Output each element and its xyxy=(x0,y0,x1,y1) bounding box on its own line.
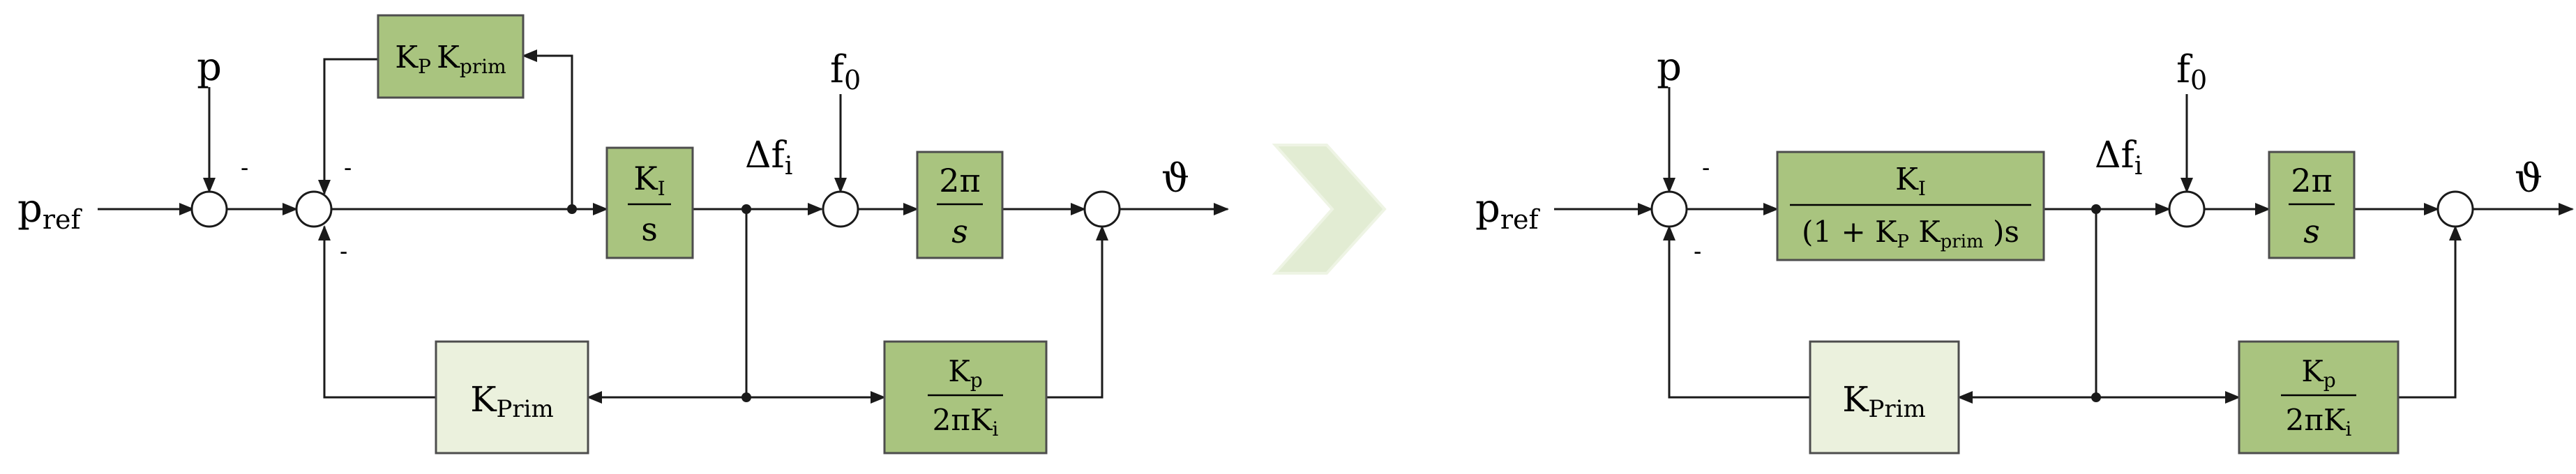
summing-junction xyxy=(295,190,333,228)
block-kprim xyxy=(435,340,589,454)
block-kprim-label: KPrim xyxy=(470,379,554,423)
wire-feedback-up xyxy=(522,49,573,209)
block-combined-numerator: KI xyxy=(1895,162,1926,200)
label-p-ref: pref xyxy=(1475,186,1541,235)
junction-dot xyxy=(741,204,751,214)
block-kp-over-2pi-ki xyxy=(2238,340,2400,454)
right-diagram: - - KI (1 + KP Kprim )s 2π s KPrim Kp 2π… xyxy=(1475,45,2574,454)
minus-sign: - xyxy=(1702,155,1710,181)
summing-junction xyxy=(2436,190,2474,228)
junction-dot xyxy=(741,392,751,402)
block-2pi-denominator: s xyxy=(951,213,968,250)
label-p: p xyxy=(1657,45,1682,90)
block-kprim xyxy=(1809,340,1960,454)
label-f0: f0 xyxy=(830,47,861,95)
block-ki-numerator: KI xyxy=(633,160,665,200)
block-ki-denominator: s xyxy=(641,211,658,248)
minus-sign: - xyxy=(340,238,347,265)
label-delta-f: Δfi xyxy=(2095,135,2142,181)
block-2pi-denominator: s xyxy=(2303,213,2320,250)
block-2pi-numerator: 2π xyxy=(939,162,981,199)
block-2pi-over-s xyxy=(2268,151,2356,259)
wire-kpkprim-sum2 xyxy=(318,58,378,195)
junction-dot xyxy=(567,204,577,214)
transform-chevron-icon xyxy=(1272,144,1387,275)
block-combined-ki xyxy=(1776,151,2045,261)
wire-kprim-sum2 xyxy=(318,225,436,399)
junction-dot xyxy=(2091,392,2101,402)
block-kp-numerator: Kp xyxy=(2301,354,2335,392)
block-kprim-label: KPrim xyxy=(1842,379,1926,423)
block-kp-denominator: 2πKi xyxy=(933,403,999,441)
block-ki-over-s xyxy=(605,146,694,259)
block-combined-denominator: (1 + KP Kprim )s xyxy=(1802,215,2019,252)
wire-kp-sum4 xyxy=(1046,225,1108,399)
junction-dot xyxy=(2091,204,2101,214)
block-kp-numerator: Kp xyxy=(948,354,982,392)
minus-sign: - xyxy=(344,155,352,181)
summing-junction xyxy=(190,190,228,228)
wire-kprim-sum1 xyxy=(1663,225,1810,399)
summing-junction xyxy=(1650,190,1688,228)
label-p-ref: pref xyxy=(17,186,83,235)
label-f0: f0 xyxy=(2176,47,2207,95)
summing-junction xyxy=(2168,190,2206,228)
label-delta-f: Δfi xyxy=(745,135,792,181)
label-theta: ϑ xyxy=(1161,156,1189,201)
block-2pi-numerator: 2π xyxy=(2291,162,2333,199)
block-kp-over-2pi-ki xyxy=(883,340,1048,454)
minus-sign: - xyxy=(1694,238,1701,265)
wire-kp-sum3 xyxy=(2398,225,2462,399)
minus-sign: - xyxy=(241,155,248,181)
summing-junction xyxy=(1083,190,1121,228)
label-theta: ϑ xyxy=(2515,156,2543,201)
block-kp-denominator: 2πKi xyxy=(2286,403,2352,441)
block-kp-kprim xyxy=(377,14,525,99)
label-p: p xyxy=(197,45,222,90)
summing-junction xyxy=(822,190,859,228)
